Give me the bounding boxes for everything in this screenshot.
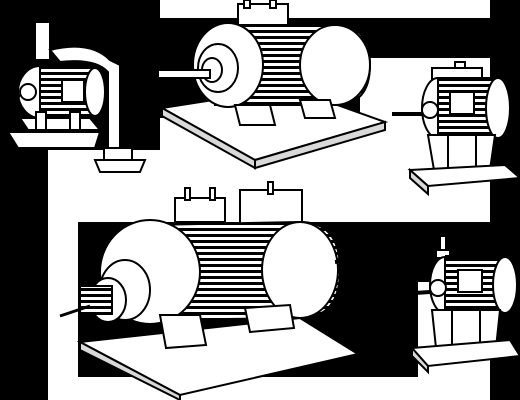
- panel-left-strip: [0, 150, 48, 400]
- panel-top-right: [360, 18, 490, 58]
- small-motor-base: [399, 235, 520, 375]
- motor-with-pipe: [0, 12, 147, 173]
- large-motor-top: [157, 0, 389, 170]
- large-motor-bottom: [59, 181, 367, 400]
- small-motor-pedestal: [392, 61, 520, 197]
